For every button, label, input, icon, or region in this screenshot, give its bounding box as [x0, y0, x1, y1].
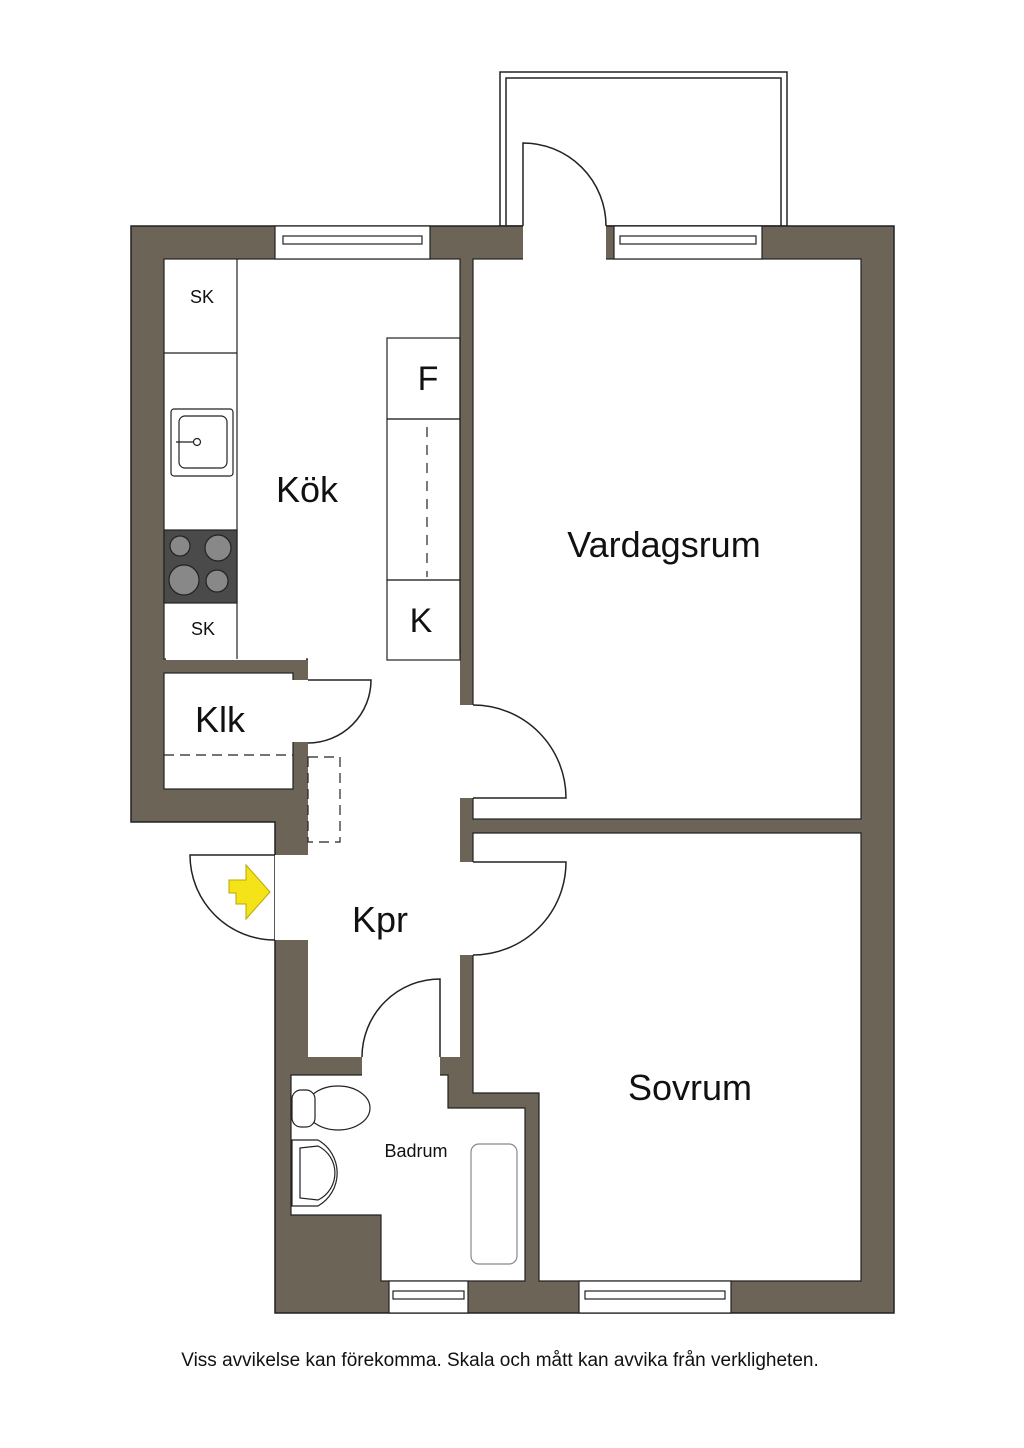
bathtub-icon	[470, 1143, 518, 1265]
stove-icon	[163, 529, 238, 604]
washbasin-icon	[291, 1139, 338, 1207]
closet-door[interactable]	[307, 679, 372, 744]
window-bathroom	[388, 1280, 469, 1314]
living-room-door[interactable]	[472, 704, 567, 799]
label-kitchen: Kök	[276, 469, 339, 510]
entry-arrow-icon	[228, 863, 271, 921]
label-living-room: Vardagsrum	[567, 524, 760, 565]
label-fridge: F	[418, 360, 439, 398]
label-bedroom: Sovrum	[628, 1067, 752, 1108]
window-bedroom	[578, 1280, 732, 1314]
label-bathroom: Badrum	[384, 1141, 447, 1161]
disclaimer: Viss avvikelse kan förekomma. Skala och …	[181, 1350, 819, 1371]
balcony-door[interactable]	[522, 142, 607, 227]
window-living-room	[613, 225, 763, 260]
window-kitchen	[274, 225, 431, 260]
living-room-area	[472, 258, 862, 820]
label-freezer: K	[410, 602, 433, 640]
freezer-box	[386, 579, 461, 661]
toilet-icon	[291, 1085, 371, 1131]
label-cabinet-top: SK	[190, 287, 214, 307]
bedroom-area	[472, 832, 862, 1282]
hall-area	[308, 655, 460, 1057]
bedroom-door[interactable]	[472, 861, 567, 956]
entry-door[interactable]	[189, 854, 276, 941]
sink-icon	[170, 408, 234, 477]
wardrobe	[307, 756, 341, 843]
label-cabinet-bottom: SK	[191, 619, 215, 639]
label-hall: Kpr	[352, 899, 408, 940]
bathroom-door[interactable]	[361, 978, 441, 1058]
label-closet: Klk	[195, 699, 246, 740]
balcony	[499, 71, 788, 227]
